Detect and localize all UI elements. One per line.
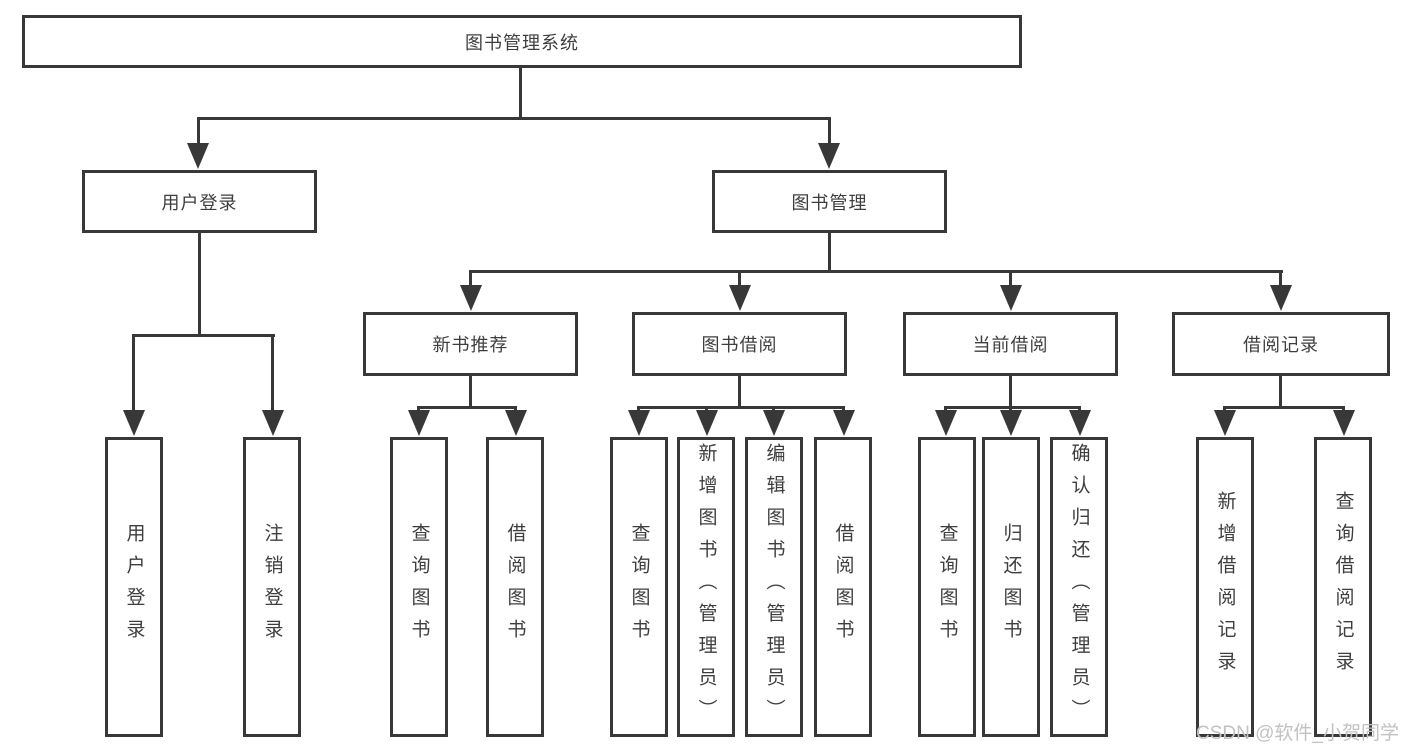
leaf-confirm-return-admin-label: 确认归还（管理员） xyxy=(1068,443,1090,731)
leaf-recommend-query-books-label: 查询图书 xyxy=(408,523,430,651)
node-user-login-label: 用户登录 xyxy=(161,192,238,213)
node-user-login: 用户登录 xyxy=(82,170,317,233)
arrowhead-return-books xyxy=(1000,410,1022,436)
leaf-user-login: 用户登录 xyxy=(105,437,163,737)
node-borrow-records-label: 借阅记录 xyxy=(1243,335,1319,355)
leaf-recommend-borrow-books-label: 借阅图书 xyxy=(504,523,526,651)
arrowhead-current-borrow xyxy=(1000,285,1022,311)
leaf-edit-books-admin: 编辑图书（管理员） xyxy=(745,437,803,737)
node-book-borrow-label: 图书借阅 xyxy=(701,335,778,355)
connector-current-stem xyxy=(1009,376,1012,409)
node-borrow-records: 借阅记录 xyxy=(1172,312,1390,376)
leaf-edit-books-admin-label: 编辑图书（管理员） xyxy=(763,443,785,731)
connector-stem-borrow-records xyxy=(1279,270,1282,290)
connector-level3-rail xyxy=(469,270,1283,273)
connector-book-management-stem xyxy=(828,233,831,273)
connector-stem-book-management xyxy=(828,117,831,147)
connector-stem-user-login xyxy=(197,117,200,147)
leaf-borrow-query-books-label: 查询图书 xyxy=(628,523,650,651)
connector-borrow-stem xyxy=(738,376,741,409)
leaf-user-login-label: 用户登录 xyxy=(123,523,145,651)
connector-records-stem xyxy=(1279,376,1282,409)
leaf-query-borrow-record: 查询借阅记录 xyxy=(1314,437,1372,737)
leaf-add-books-admin-label: 新增图书（管理员） xyxy=(695,443,717,731)
connector-stem-current-borrow xyxy=(1009,270,1012,290)
connector-stem-book-borrow xyxy=(738,270,741,290)
connector-user-login-stem xyxy=(198,233,201,336)
connector-recommend-stem xyxy=(469,376,472,409)
leaf-query-borrow-record-label: 查询借阅记录 xyxy=(1332,491,1354,683)
node-current-borrow-label: 当前借阅 xyxy=(972,335,1049,355)
arrowhead-confirm-return xyxy=(1069,410,1091,436)
node-root: 图书管理系统 xyxy=(22,15,1022,68)
connector-records-rail xyxy=(1223,406,1345,409)
leaf-add-borrow-record-label: 新增借阅记录 xyxy=(1214,491,1236,683)
arrowhead-add-books xyxy=(696,410,718,436)
leaf-borrow-books-label: 借阅图书 xyxy=(832,523,854,651)
leaf-confirm-return-admin: 确认归还（管理员） xyxy=(1050,437,1108,737)
arrowhead-borrow-query xyxy=(628,410,650,436)
arrowhead-recommend-query xyxy=(408,410,430,436)
leaf-logout: 注销登录 xyxy=(243,437,301,737)
connector-current-rail xyxy=(944,406,1081,409)
arrowhead-current-query xyxy=(935,410,957,436)
connector-stem-leaf-logout xyxy=(271,334,274,414)
arrowhead-book-borrow xyxy=(729,285,751,311)
connector-level1-rail xyxy=(197,117,831,120)
node-book-borrow: 图书借阅 xyxy=(632,312,847,376)
connector-root-stem xyxy=(519,68,522,118)
leaf-borrow-books: 借阅图书 xyxy=(814,437,872,737)
arrowhead-new-book-recommend xyxy=(460,285,482,311)
leaf-add-borrow-record: 新增借阅记录 xyxy=(1196,437,1254,737)
connector-user-login-rail xyxy=(132,334,275,337)
arrowhead-add-record xyxy=(1214,410,1236,436)
arrowhead-recommend-borrow xyxy=(505,410,527,436)
arrowhead-leaf-logout xyxy=(262,410,284,436)
leaf-add-books-admin: 新增图书（管理员） xyxy=(677,437,735,737)
leaf-recommend-borrow-books: 借阅图书 xyxy=(486,437,544,737)
leaf-return-books-label: 归还图书 xyxy=(1000,523,1022,651)
connector-recommend-rail xyxy=(417,406,517,409)
arrowhead-borrow-books xyxy=(833,410,855,436)
node-current-borrow: 当前借阅 xyxy=(903,312,1118,376)
arrowhead-query-record xyxy=(1333,410,1355,436)
node-book-management-label: 图书管理 xyxy=(791,192,868,213)
connector-borrow-rail xyxy=(637,406,845,409)
connector-stem-new-book-recommend xyxy=(469,270,472,290)
arrowhead-user-login xyxy=(187,143,209,169)
node-root-label: 图书管理系统 xyxy=(465,32,579,53)
leaf-recommend-query-books: 查询图书 xyxy=(390,437,448,737)
leaf-current-query-books: 查询图书 xyxy=(918,437,976,737)
connector-stem-leaf-user-login xyxy=(132,334,135,414)
csdn-watermark: CSDN @软件_小贺同学 xyxy=(1196,723,1399,744)
arrowhead-book-management xyxy=(818,143,840,169)
node-new-book-recommend-label: 新书推荐 xyxy=(432,335,509,355)
leaf-return-books: 归还图书 xyxy=(982,437,1040,737)
node-book-management: 图书管理 xyxy=(712,170,947,233)
arrowhead-edit-books xyxy=(763,410,785,436)
leaf-borrow-query-books: 查询图书 xyxy=(610,437,668,737)
node-new-book-recommend: 新书推荐 xyxy=(363,312,578,376)
arrowhead-leaf-user-login xyxy=(123,410,145,436)
arrowhead-borrow-records xyxy=(1270,285,1292,311)
leaf-logout-label: 注销登录 xyxy=(261,523,283,651)
leaf-current-query-books-label: 查询图书 xyxy=(936,523,958,651)
